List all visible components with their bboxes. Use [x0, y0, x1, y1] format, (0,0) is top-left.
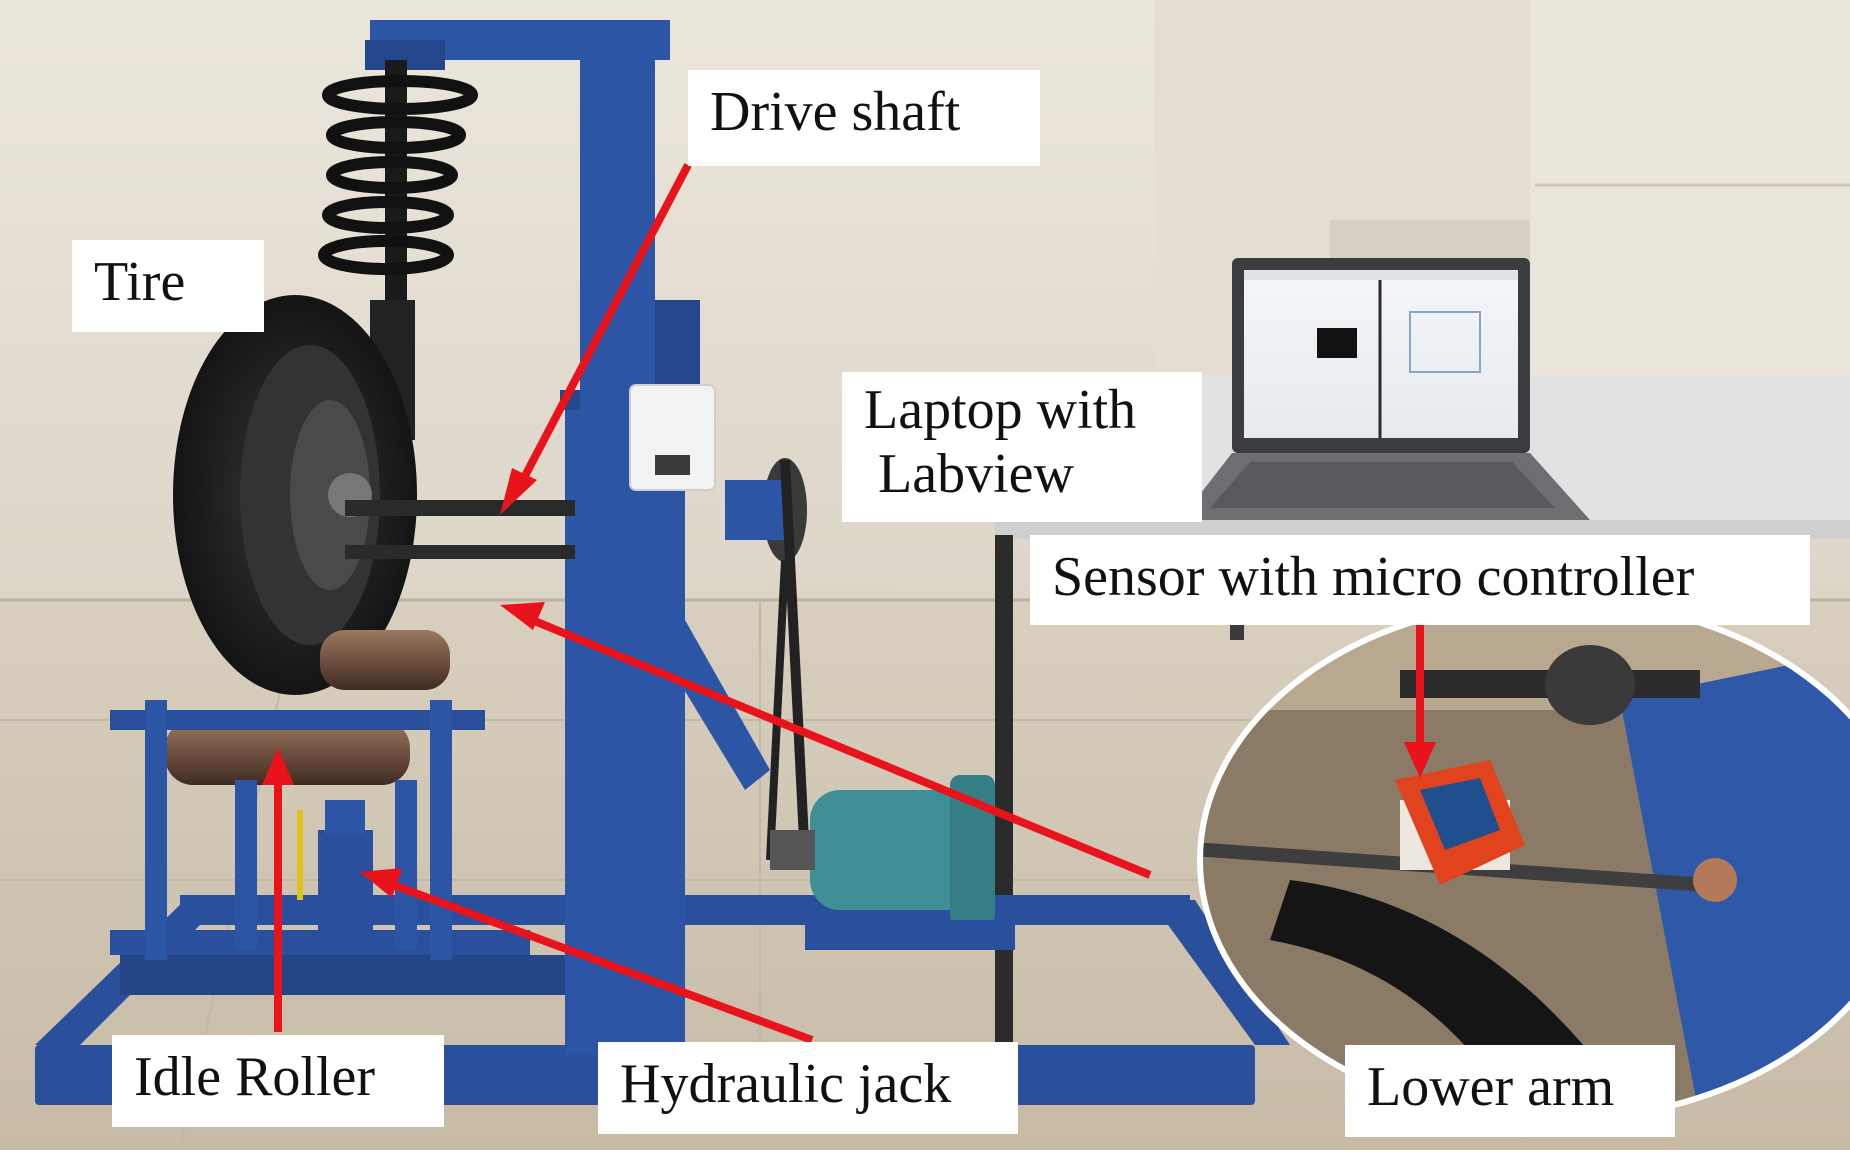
label-laptop-line1: Laptop with [864, 379, 1137, 441]
sensor-enclosure [629, 384, 716, 491]
annotation-arrows [262, 163, 1436, 1044]
label-laptop-with-labview: Laptop with Labview [842, 372, 1202, 522]
arrow-drive-shaft-head [500, 468, 537, 515]
arrow-hydraulic-jack-head [360, 868, 402, 898]
label-hydraulic-jack: Hydraulic jack [598, 1042, 1018, 1134]
drive-shaft [345, 500, 575, 516]
label-drive-shaft: Drive shaft [688, 70, 1040, 166]
strut-spring [318, 60, 478, 440]
arrow-lower-arm-head [500, 602, 545, 630]
arrow-sensor-head [1404, 742, 1436, 778]
label-lower-arm: Lower arm [1345, 1045, 1675, 1137]
laptop [1180, 258, 1590, 520]
label-tire: Tire [72, 240, 264, 332]
tire [173, 295, 417, 695]
label-sensor-with-micro-controller: Sensor with micro controller [1030, 535, 1810, 625]
hydraulic-jack [297, 800, 373, 940]
label-laptop-line2: Labview [878, 443, 1074, 506]
label-idle-roller: Idle Roller [112, 1035, 444, 1127]
sensor-microcontroller-box [1395, 760, 1525, 885]
arrow-drive-shaft [511, 163, 692, 497]
motor [770, 775, 1015, 950]
main-column [365, 20, 770, 1055]
arrow-idle-roller-head [262, 748, 294, 785]
arrow-hydraulic-jack [378, 876, 814, 1044]
arrow-lower-arm [518, 611, 1152, 879]
